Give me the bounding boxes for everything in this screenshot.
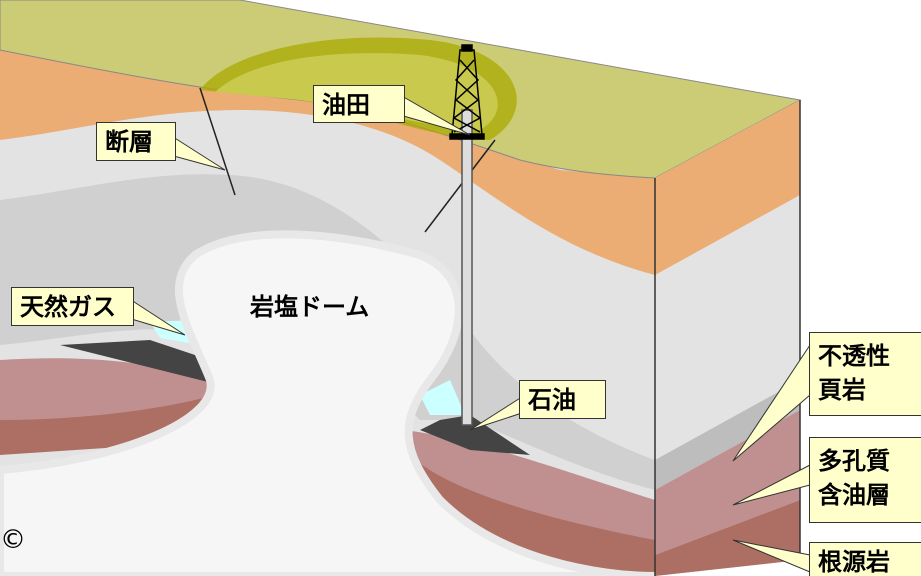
porous-oil-layer-label-1: 多孔質 xyxy=(818,447,890,475)
callout-oil-field: 油田 xyxy=(313,85,405,123)
impermeable-shale-label-2: 頁岩 xyxy=(818,376,866,404)
copyright-mark: © xyxy=(0,525,26,555)
oil-label: 石油 xyxy=(528,386,576,414)
right-pink xyxy=(655,410,800,555)
fault-label: 断層 xyxy=(105,128,153,156)
oil-pocket-right xyxy=(420,415,530,455)
salt-dome xyxy=(0,230,656,576)
salt-dome-label: 岩塩ドーム xyxy=(250,293,370,321)
oil-field-label: 油田 xyxy=(322,91,370,119)
orange-layer xyxy=(0,50,655,275)
callout-source-rock: 根源岩 xyxy=(809,542,921,576)
gas-pocket-right xyxy=(420,380,465,415)
derrick-icon xyxy=(449,44,485,426)
callout-porous-oil-layer: 多孔質含油層 xyxy=(809,437,921,523)
impermeable-shale-label-1: 不透性 xyxy=(818,342,890,370)
source-rock-label: 根源岩 xyxy=(818,548,890,576)
right-orange xyxy=(655,100,800,275)
fault-line-right xyxy=(424,139,496,233)
right-gray xyxy=(655,380,800,490)
callout-pointers xyxy=(127,94,811,573)
right-brown xyxy=(655,500,800,576)
oil-pocket-left xyxy=(60,340,220,385)
natural-gas-label: 天然ガス xyxy=(20,293,116,321)
callout-oil: 石油 xyxy=(519,380,606,419)
porous-oil-layer-label-2: 含油層 xyxy=(818,481,890,509)
callout-fault: 断層 xyxy=(96,122,176,161)
callout-impermeable-shale: 不透性頁岩 xyxy=(809,332,921,416)
callout-natural-gas: 天然ガス xyxy=(11,287,134,326)
fault-line-left xyxy=(199,87,236,196)
